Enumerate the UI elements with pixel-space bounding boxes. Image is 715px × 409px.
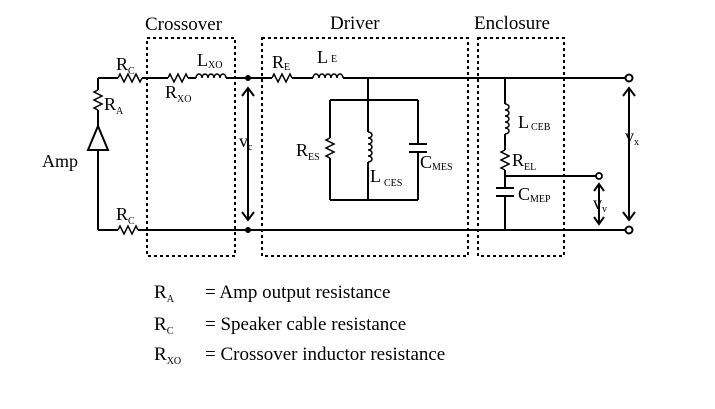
vx-top-terminal bbox=[624, 73, 634, 83]
crossover-heading: Crossover bbox=[145, 14, 223, 35]
legend-item: RXO= Crossover inductor resistance bbox=[154, 344, 445, 367]
re-resistor bbox=[271, 72, 293, 84]
amp-source bbox=[86, 78, 110, 230]
cmep-label: CMEP bbox=[518, 184, 551, 205]
res-resistor bbox=[324, 137, 336, 159]
enclosure-heading: Enclosure bbox=[474, 13, 550, 34]
enclosure-box bbox=[477, 37, 565, 257]
vc-top-terminal bbox=[245, 75, 251, 81]
amp-label: Amp bbox=[42, 151, 78, 171]
ra-label: RA bbox=[104, 94, 124, 117]
cmep-capacitor bbox=[496, 187, 514, 197]
rel-label: REL bbox=[512, 150, 536, 173]
rxo-resistor bbox=[167, 72, 189, 84]
legend-item: RC= Speaker cable resistance bbox=[154, 314, 406, 337]
res-label: RES bbox=[296, 140, 320, 163]
cmes-capacitor bbox=[409, 143, 427, 153]
vx-arrow bbox=[622, 86, 636, 222]
lceb-inductor bbox=[504, 103, 510, 135]
bottom-rail bbox=[98, 224, 629, 236]
terminals bbox=[245, 73, 634, 235]
vv-arrow bbox=[593, 182, 605, 226]
ra-resistor bbox=[92, 89, 104, 111]
rc-top-label: RC bbox=[116, 54, 135, 77]
top-rail bbox=[98, 72, 629, 84]
rc-bottom-label: RC bbox=[116, 204, 135, 227]
vc-label: vc bbox=[239, 131, 253, 153]
vc-arrow bbox=[241, 86, 255, 222]
le-inductor bbox=[312, 73, 344, 79]
driver-heading: Driver bbox=[330, 13, 380, 34]
legend-item: RA= Amp output resistance bbox=[154, 282, 390, 305]
amp-triangle-icon bbox=[86, 123, 110, 151]
legend: RA= Amp output resistance RC= Speaker ca… bbox=[154, 282, 445, 367]
re-label: RE bbox=[272, 52, 290, 73]
vc-bottom-terminal bbox=[245, 227, 251, 233]
rel-resistor bbox=[499, 149, 511, 171]
rc-top-resistor bbox=[117, 72, 143, 84]
cmes-label: CMES bbox=[420, 152, 453, 173]
lxo-label: LXO bbox=[197, 50, 222, 71]
rc-bottom-resistor bbox=[117, 224, 139, 236]
rxo-label: RXO bbox=[165, 82, 191, 105]
lxo-inductor bbox=[195, 73, 227, 79]
enclosure-branch bbox=[496, 78, 597, 230]
vv-terminal bbox=[595, 172, 603, 180]
lces-inductor bbox=[367, 131, 373, 163]
crossover-box bbox=[146, 37, 236, 257]
vv-label: vv bbox=[593, 193, 607, 215]
vx-bottom-terminal bbox=[624, 225, 634, 235]
driver-parallel-network bbox=[324, 78, 427, 201]
driver-box bbox=[261, 37, 469, 257]
vx-label: vx bbox=[625, 126, 639, 148]
